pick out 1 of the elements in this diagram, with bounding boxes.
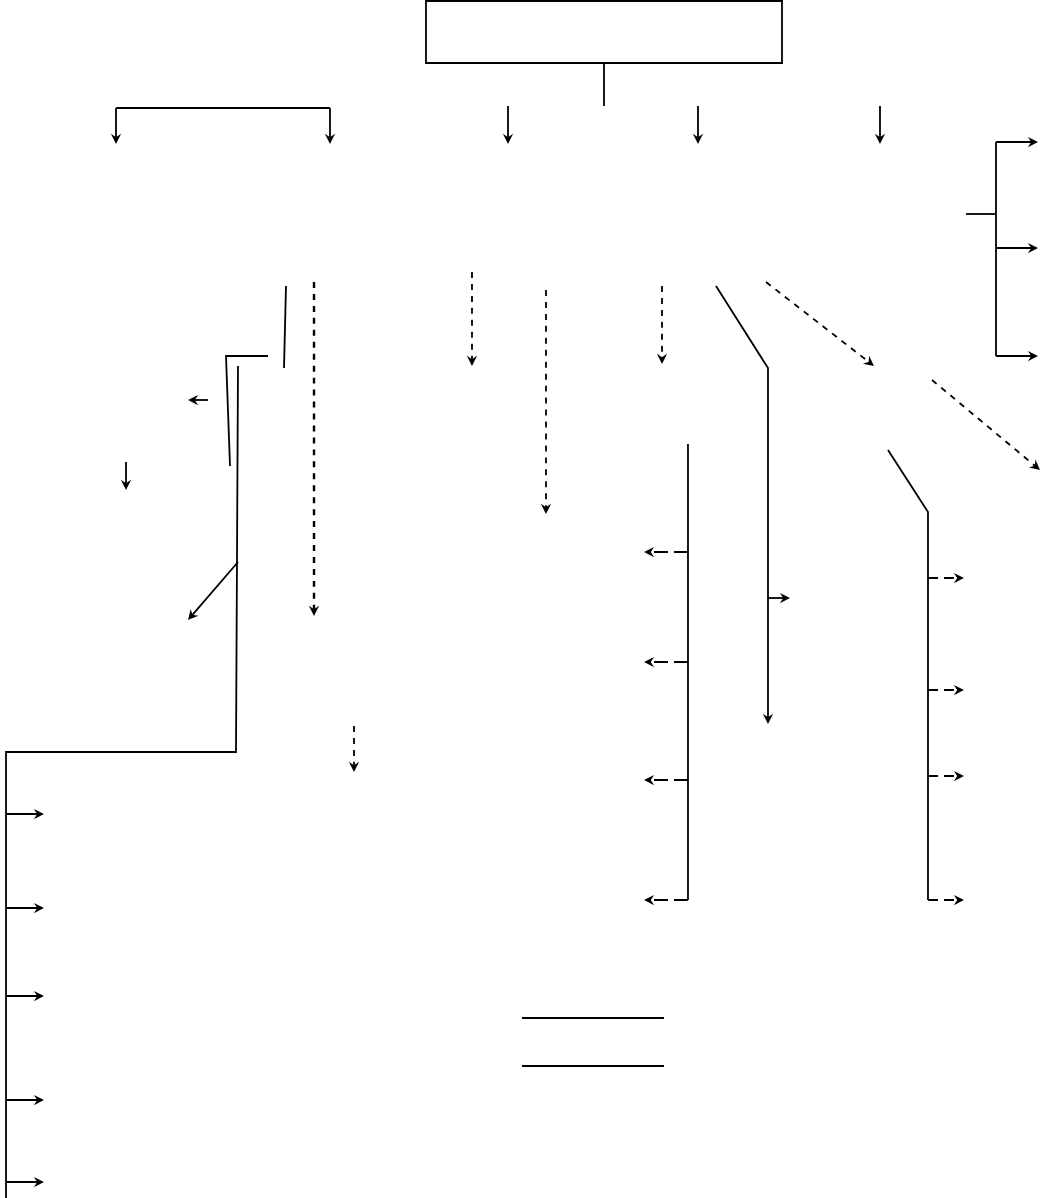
empty-box <box>425 0 783 64</box>
